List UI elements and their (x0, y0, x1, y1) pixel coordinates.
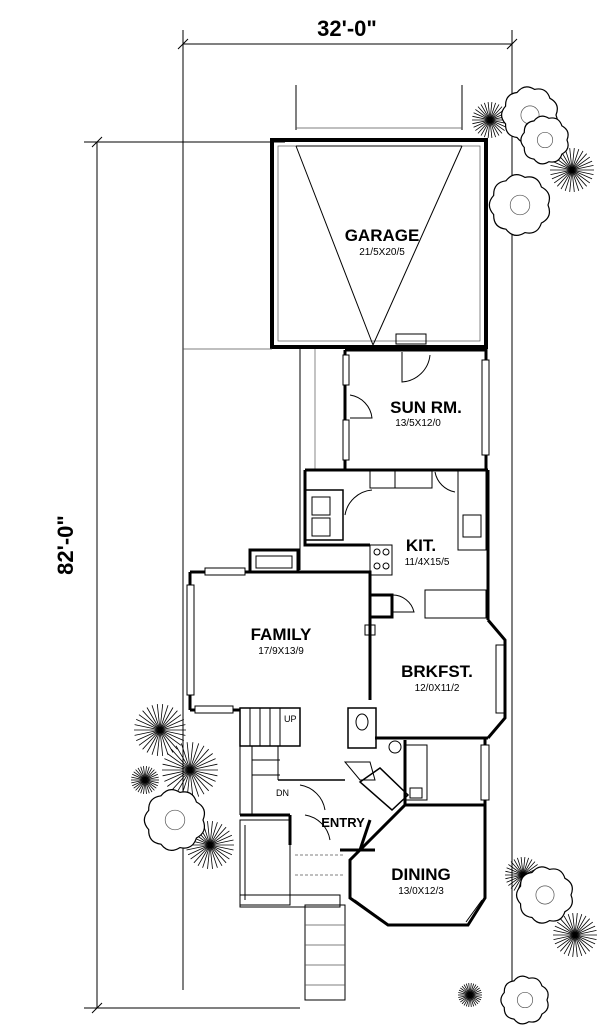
sun-room-name: SUN RM. (390, 398, 462, 417)
side-walkway (183, 348, 316, 570)
garage-name: GARAGE (345, 226, 420, 245)
powder-room (343, 707, 402, 781)
width-dimension (177, 30, 518, 990)
kitchen (303, 468, 490, 620)
pantry (358, 740, 428, 812)
landscape-trees (131, 86, 597, 1025)
dining-name: DINING (391, 865, 451, 884)
entry-name: ENTRY (321, 815, 365, 830)
shrub-icon (162, 742, 218, 798)
stairs (239, 707, 345, 815)
stair-up-label: UP (284, 714, 297, 724)
family-name: FAMILY (251, 625, 312, 644)
shrub-icon (550, 148, 594, 192)
shrub-icon (458, 983, 482, 1007)
garage-size: 21/5X20/5 (359, 247, 405, 258)
family-room (186, 567, 376, 714)
family-size: 17/9X13/9 (258, 646, 304, 657)
depth-dimension-label: 82'-0" (53, 515, 78, 575)
tree-icon (515, 866, 573, 924)
tree-icon (520, 115, 569, 165)
shrub-icon (131, 766, 159, 794)
sun-room-size: 13/5X12/0 (395, 418, 441, 429)
tree-icon (488, 174, 551, 236)
breakfast-room (375, 619, 507, 740)
stair-down-label: DN (276, 788, 289, 798)
sun-room (342, 348, 490, 470)
depth-dimension (84, 136, 300, 1014)
breakfast-name: BRKFST. (401, 662, 473, 681)
dining-room (348, 738, 490, 927)
shrub-icon (134, 704, 186, 756)
tree-icon (143, 789, 206, 851)
shrub-icon (553, 913, 597, 957)
kitchen-size: 11/4X15/5 (405, 557, 450, 568)
kitchen-name: KIT. (406, 536, 436, 555)
fireplace (248, 548, 300, 574)
tree-icon (500, 975, 549, 1025)
driveway (295, 85, 463, 130)
breakfast-size: 12/0X11/2 (415, 683, 460, 694)
dining-size: 13/0X12/3 (398, 886, 444, 897)
width-dimension-label: 32'-0" (317, 16, 377, 41)
garage (270, 138, 488, 349)
front-porch (239, 819, 346, 1001)
shrub-icon (186, 821, 234, 869)
